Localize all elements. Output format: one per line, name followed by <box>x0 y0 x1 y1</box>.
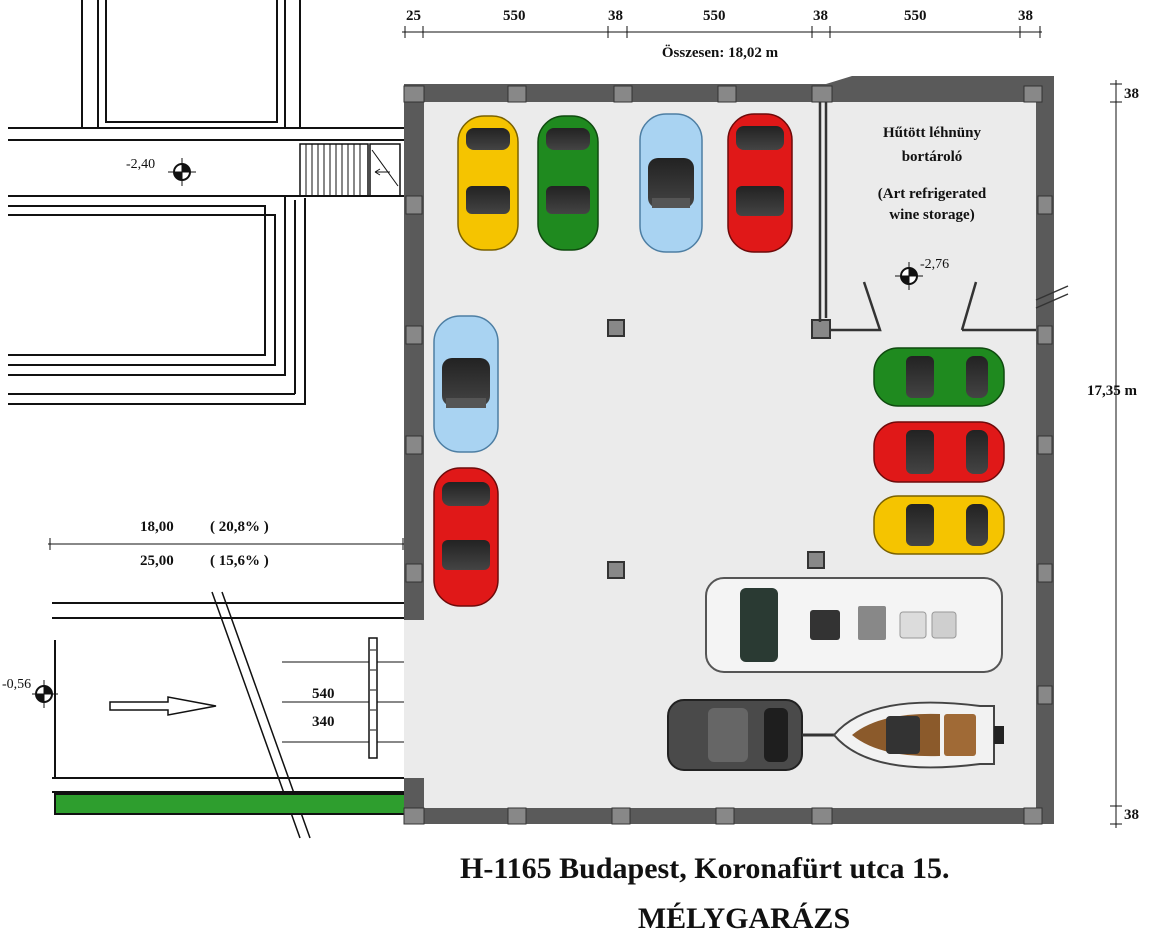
car-red-top <box>727 113 793 253</box>
street-level-marker <box>168 158 196 186</box>
ramp-row1-length: 18,00 <box>140 519 174 535</box>
wine-storage-level-label: -2,76 <box>920 257 949 272</box>
ramp-row1-slope: ( 20,8% ) <box>210 519 269 535</box>
car-light-blue-convertible-left <box>433 315 499 453</box>
address-title: H-1165 Budapest, Koronafürt utca 15. <box>460 852 949 885</box>
ramp-row2-length: 25,00 <box>140 553 174 569</box>
top-dim-seg-5: 38 <box>813 8 828 24</box>
wine-storage-label-line4: wine storage) <box>889 207 974 223</box>
street-level-label: -2,40 <box>126 157 155 172</box>
right-dim-bottom: 38 <box>1124 807 1139 823</box>
ramp-direction-arrow <box>109 696 217 716</box>
car-light-blue-convertible-top <box>639 113 703 253</box>
car-red-right <box>873 421 1005 483</box>
right-dim-height: 17,35 m <box>1087 383 1138 399</box>
ramp-level-label: -0,56 <box>2 677 31 692</box>
wine-storage-label-line2: bortároló <box>902 149 963 165</box>
top-dim-seg-7: 38 <box>1018 8 1033 24</box>
car-yellow-top <box>457 115 519 251</box>
ramp-width-outer: 540 <box>312 686 335 702</box>
top-dim-seg-4: 550 <box>703 8 726 24</box>
top-dim-total: Összesen: 18,02 m <box>662 44 779 61</box>
right-dim-top: 38 <box>1124 86 1139 102</box>
car-yellow-right <box>873 495 1005 555</box>
drawing-title: MÉLYGARÁZS <box>638 902 850 935</box>
car-green-top <box>537 115 599 251</box>
ramp-level-marker <box>32 680 58 708</box>
top-dim-seg-1: 25 <box>406 8 421 24</box>
suv-with-boat-trailer <box>667 699 1004 771</box>
top-dim-seg-3: 38 <box>608 8 623 24</box>
ramp-width-inner: 340 <box>312 714 335 730</box>
ramp-dimension-line <box>48 538 405 550</box>
car-green-right <box>873 347 1005 407</box>
green-strip <box>54 793 406 815</box>
ramp-row2-slope: ( 15,6% ) <box>210 553 269 569</box>
car-red-left <box>433 467 499 607</box>
right-dimension-line <box>1110 80 1122 828</box>
neighbour-structure <box>8 0 405 405</box>
wine-storage-label-line3: (Art refrigerated <box>878 186 987 202</box>
wine-storage-level-marker <box>895 262 923 290</box>
top-dim-seg-6: 550 <box>904 8 927 24</box>
wine-storage-label-line1: Hűtött léhnüny <box>883 125 981 141</box>
top-dimension-line <box>402 26 1042 38</box>
top-dim-seg-2: 550 <box>503 8 526 24</box>
camper-van <box>705 577 1003 673</box>
